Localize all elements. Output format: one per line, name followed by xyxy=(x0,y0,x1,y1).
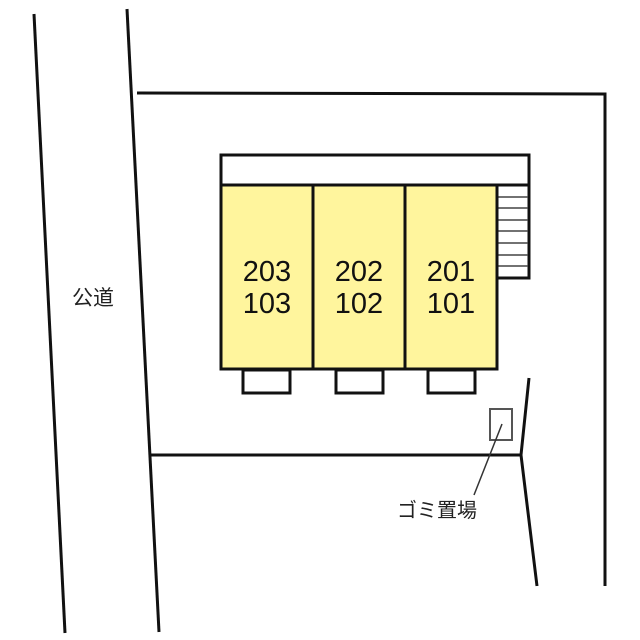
unit-label-201: 201 xyxy=(426,256,476,288)
porch-103 xyxy=(241,368,292,395)
building-corridor xyxy=(219,153,531,188)
garbage-leader-line xyxy=(473,423,503,496)
unit-label-103: 103 xyxy=(242,288,292,320)
unit-label-101: 101 xyxy=(426,288,476,320)
unit-label-203: 203 xyxy=(242,256,292,288)
lot-boundary-top-right xyxy=(136,91,607,586)
garbage-area-label: ゴミ置場 xyxy=(397,498,477,522)
lot-boundary-bend xyxy=(519,377,539,587)
road-right-edge xyxy=(125,8,161,633)
road-left-edge xyxy=(32,13,67,634)
porch-102 xyxy=(334,368,385,395)
unit-label-102: 102 xyxy=(334,288,384,320)
unit-label-202: 202 xyxy=(334,256,384,288)
porch-101 xyxy=(426,368,477,395)
stair-treads xyxy=(498,196,528,267)
road-label: 公道 xyxy=(72,286,114,310)
